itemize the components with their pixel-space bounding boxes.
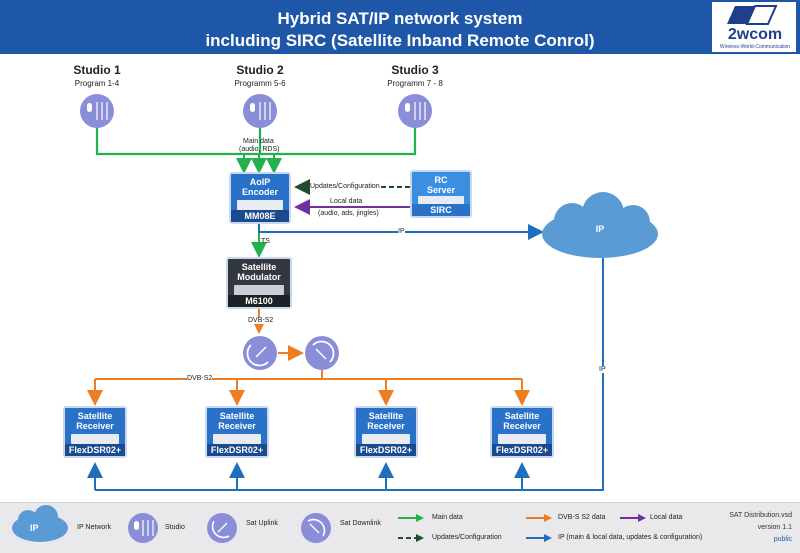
ip-cloud-icon bbox=[542, 192, 658, 258]
legend-ip-network: IP Network bbox=[77, 524, 112, 531]
logo-subtext: Wireless-World-Communication bbox=[719, 44, 791, 50]
legend-ip-desc: IP (main & local data, updates & configu… bbox=[558, 534, 703, 541]
sat-downlink-icon bbox=[305, 336, 339, 370]
meta-version: version 1.1 bbox=[757, 524, 792, 531]
title-line-2: including SIRC (Satellite Inband Remote … bbox=[205, 31, 595, 50]
ip-encoder-link bbox=[258, 224, 544, 240]
legend-local-data: Local data bbox=[650, 514, 683, 521]
logo-text: 2wcom bbox=[727, 26, 783, 43]
title-line-1: Hybrid SAT/IP network system bbox=[277, 9, 523, 28]
studio-2-icon bbox=[243, 94, 277, 128]
receiver-3-model: FlexDSR02+ bbox=[356, 444, 416, 456]
dvb-s2-mod-label: DVB-S2 bbox=[248, 317, 274, 324]
receiver-4-device-icon bbox=[498, 434, 546, 444]
sat-uplink-icon bbox=[243, 336, 277, 370]
meta-file: SAT Distribution.vsd bbox=[729, 512, 792, 519]
main-data-label-2: (audio, RDS) bbox=[239, 146, 280, 153]
studio-3-icon bbox=[398, 94, 432, 128]
meta-visibility: public bbox=[773, 536, 792, 543]
studio-3-name: Studio 3 bbox=[391, 63, 439, 77]
local-data-label-2: (audio, ads, jingles) bbox=[318, 210, 379, 217]
ip-return-bus bbox=[95, 258, 604, 491]
legend-studio: Studio bbox=[165, 524, 185, 531]
studio-1-name: Studio 1 bbox=[73, 63, 121, 77]
main-data-bus bbox=[95, 128, 417, 156]
main-data-label-1: Main data bbox=[243, 138, 274, 145]
rc-server-device-icon bbox=[418, 196, 464, 204]
encoder-model: MM08E bbox=[231, 210, 289, 222]
legend-dvb-s2-data: DVB-S S2 data bbox=[558, 514, 606, 521]
legend-updates-configuration: Updates/Configuration bbox=[432, 534, 502, 541]
ip-cloud-label: IP bbox=[595, 224, 605, 234]
receiver-1-device-icon bbox=[71, 434, 119, 444]
studio-2-program: Programm 5-6 bbox=[234, 79, 286, 88]
studio-3-program: Programm 7 - 8 bbox=[387, 79, 443, 88]
encoder-device-icon bbox=[237, 200, 283, 210]
rc-server-model: SIRC bbox=[412, 204, 470, 216]
studio-1-icon bbox=[80, 94, 114, 128]
receiver-4-model: FlexDSR02+ bbox=[492, 444, 552, 456]
header-bar bbox=[0, 0, 800, 54]
dvb-s2-dist-label: DVB-S2 bbox=[187, 375, 213, 382]
ip-return-label: IP bbox=[599, 366, 606, 373]
legend-footer bbox=[0, 502, 800, 553]
receiver-3-device-icon bbox=[362, 434, 410, 444]
local-data-label-1: Local data bbox=[330, 198, 363, 205]
modulator-model: M6100 bbox=[228, 295, 290, 307]
ts-label: TS bbox=[261, 238, 270, 245]
updates-label: Updates/Configuration bbox=[310, 183, 380, 190]
legend-sat-uplink: Sat Uplink bbox=[246, 520, 278, 527]
studio-2-name: Studio 2 bbox=[236, 63, 284, 77]
legend-main-data: Main data bbox=[432, 514, 463, 521]
studio-1-program: Program 1-4 bbox=[74, 79, 120, 88]
legend-sat-downlink: Sat Downlink bbox=[340, 520, 381, 527]
ip-encoder-label: IP bbox=[398, 228, 405, 235]
receiver-2-model: FlexDSR02+ bbox=[207, 444, 267, 456]
modulator-device-icon bbox=[234, 285, 284, 295]
legend-ip-icon-label: IP bbox=[30, 523, 39, 533]
receiver-1-model: FlexDSR02+ bbox=[65, 444, 125, 456]
receiver-2-device-icon bbox=[213, 434, 261, 444]
